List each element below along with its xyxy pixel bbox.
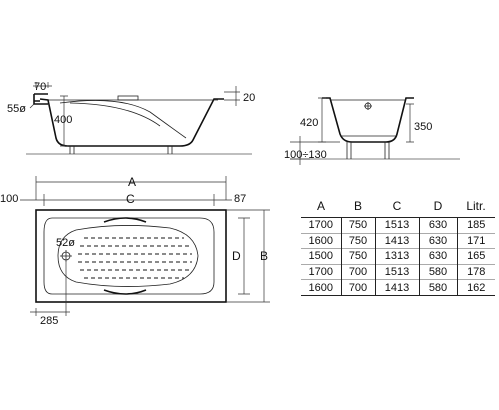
- table-cell: 630: [418, 248, 457, 265]
- side-dim-55: 55ø: [7, 103, 26, 115]
- col-header-b: B: [353, 199, 362, 213]
- plan-dim-87: 87: [234, 193, 246, 205]
- table-cell: 1700: [301, 217, 341, 234]
- table-cell: 1513: [374, 263, 419, 280]
- plan-drain-cross: [60, 250, 72, 262]
- table-cell: 700: [340, 279, 375, 296]
- end-dim-420: 420: [300, 117, 318, 129]
- spec-table-header: A B C D Litr.: [301, 195, 495, 218]
- end-dim-feet-line: [290, 136, 340, 165]
- side-dim-70: 70: [34, 81, 46, 93]
- table-cell: 630: [418, 217, 457, 234]
- col-header-a: A: [316, 199, 325, 213]
- plan-bottom-oval: [57, 225, 199, 287]
- side-foot-left: [69, 146, 75, 154]
- side-inner-curve: [59, 100, 187, 139]
- table-cell: 1500: [301, 248, 341, 265]
- table-cell: 178: [456, 263, 495, 280]
- plan-dim-285: 285: [40, 315, 58, 327]
- end-dim-350-line: [406, 103, 414, 143]
- side-dim-400-line: [60, 95, 68, 147]
- plan-dim-A-line: [35, 176, 227, 200]
- end-foot-right: [384, 142, 390, 159]
- table-cell: 750: [340, 217, 375, 234]
- plan-outer-rim: [35, 209, 227, 303]
- side-view: 70 55ø 400 20: [7, 81, 255, 155]
- table-row: 1700 700 1513 580 178: [301, 263, 495, 280]
- side-foot-right: [167, 146, 173, 154]
- table-cell: 580: [418, 263, 457, 280]
- table-cell: 1413: [374, 279, 419, 296]
- plan-dim-C: C: [126, 192, 135, 206]
- table-row: 1600 750 1413 630 171: [301, 232, 495, 249]
- table-cell: 1513: [374, 217, 419, 234]
- plan-dim-A: A: [128, 175, 136, 189]
- side-tub-profile: [39, 98, 224, 147]
- col-header-litr: Litr.: [466, 199, 486, 213]
- plan-dim-D: D: [232, 249, 241, 263]
- table-cell: 1600: [301, 279, 341, 296]
- table-cell: 750: [340, 232, 375, 249]
- table-cell: 580: [418, 279, 457, 296]
- table-cell: 1700: [301, 263, 341, 280]
- plan-dim-100: 100: [0, 193, 18, 205]
- plan-dim-B: B: [260, 249, 268, 263]
- table-cell: 700: [340, 263, 375, 280]
- plan-view: A C 100 87 52ø D: [0, 175, 270, 327]
- plan-dim-D-line: [238, 217, 250, 295]
- table-cell: 171: [456, 232, 495, 249]
- table-cell: 1413: [374, 232, 419, 249]
- side-dim-20: 20: [243, 92, 255, 104]
- plan-inner-basin: [43, 217, 215, 295]
- end-dim-feet: 100÷130: [284, 149, 327, 161]
- end-dim-420-line: [318, 97, 326, 143]
- table-cell: 1600: [301, 232, 341, 249]
- end-dim-350: 350: [414, 121, 432, 133]
- side-dim-20-line: [224, 86, 240, 106]
- side-dim-55-leader: [29, 103, 35, 109]
- table-row: 1700 750 1513 630 185: [301, 217, 495, 234]
- table-cell: 162: [456, 279, 495, 296]
- table-cell: 1313: [374, 248, 419, 265]
- side-dim-70-line: [33, 82, 52, 88]
- table-row: 1600 700 1413 580 162: [301, 279, 495, 296]
- end-view: 420 350 100÷130: [284, 97, 460, 165]
- col-header-c: C: [392, 199, 402, 213]
- end-foot-left: [346, 142, 352, 159]
- plan-dim-285-line: [30, 262, 70, 316]
- table-cell: 165: [456, 248, 495, 265]
- table-cell: 750: [340, 248, 375, 265]
- table-cell: 630: [418, 232, 457, 249]
- table-cell: 185: [456, 217, 495, 234]
- plan-grip-pattern: [78, 237, 192, 279]
- spec-table: A B C D Litr. 1700 750 1513 630 185 1600…: [301, 195, 495, 296]
- side-dim-400: 400: [54, 114, 72, 126]
- table-row: 1500 750 1313 630 165: [301, 248, 495, 265]
- plan-handle-bottom: [103, 289, 147, 295]
- plan-dim-hole: 52ø: [56, 237, 75, 249]
- end-drain-cross: [364, 102, 372, 110]
- side-handle: [117, 95, 139, 101]
- col-header-d: D: [433, 199, 443, 213]
- plan-handle-top: [103, 217, 147, 223]
- side-inner-curve-2: [69, 102, 161, 127]
- plan-dim-B-line: [226, 209, 270, 303]
